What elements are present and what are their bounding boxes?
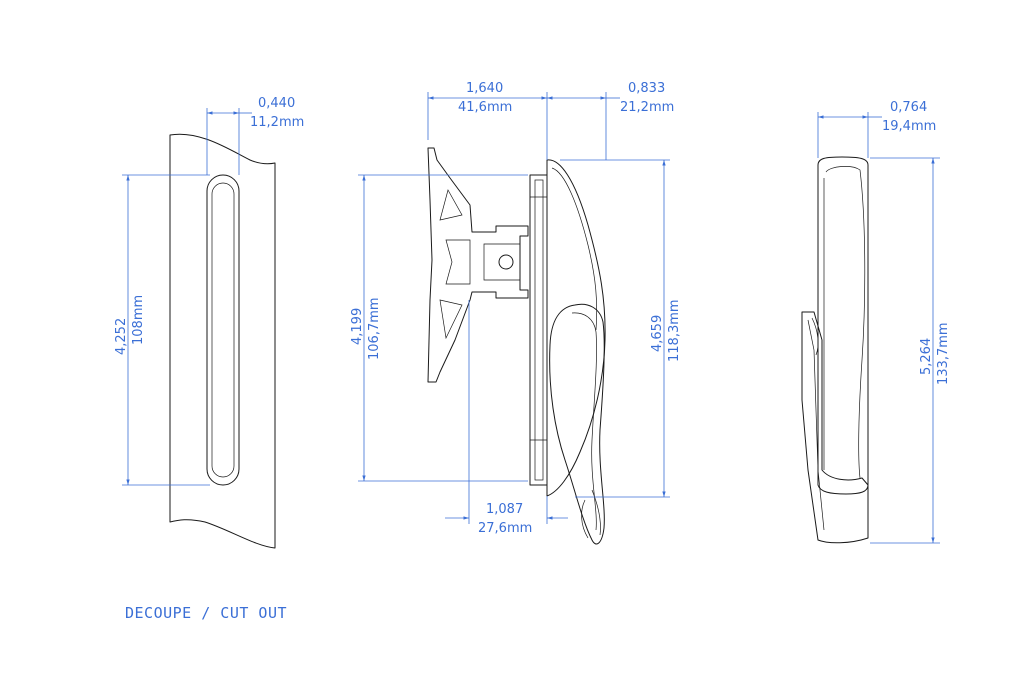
- base-plate-inner: [534, 179, 544, 481]
- dim-lever-depth: 0,833 21,2mm: [547, 81, 674, 160]
- side-width-in: 0,764: [890, 100, 927, 115]
- body-height-mm: 106,7mm: [367, 297, 382, 360]
- end-lever-detail: [811, 317, 819, 356]
- latch-profile-view: [427, 147, 606, 545]
- dim-side-height: 5,264 133,7mm: [870, 157, 951, 544]
- cutout-width-in: 0,440: [258, 96, 295, 111]
- flange-mm: 27,6mm: [478, 521, 532, 536]
- cutout-height-mm: 108mm: [131, 295, 146, 345]
- cutout-slot-inner: [211, 182, 235, 478]
- cutout-view: [169, 133, 276, 549]
- pivot-housing: [483, 243, 521, 281]
- lever-depth-in: 0,833: [628, 81, 665, 96]
- latch-lever-grip: [581, 489, 601, 539]
- side-height-in: 5,264: [919, 338, 934, 375]
- lever-depth-mm: 21,2mm: [620, 100, 674, 115]
- body-depth-mm: 41,6mm: [458, 100, 512, 115]
- panel-section: [169, 133, 276, 549]
- dim-body-depth: 1,640 41,6mm: [427, 81, 548, 160]
- latch-end-view: [801, 156, 869, 544]
- side-height-mm: 133,7mm: [936, 322, 951, 385]
- cutout-width-mm: 11,2mm: [250, 115, 304, 130]
- bracket-rib-lower: [439, 299, 463, 340]
- pivot-pin: [498, 254, 514, 270]
- dim-overall-height: 4,659 118,3mm: [560, 159, 682, 498]
- bracket-web: [445, 239, 471, 285]
- cutout-height-in: 4,252: [114, 318, 129, 355]
- end-lever-inner: [807, 319, 825, 531]
- dim-cutout-height: 4,252 108mm: [114, 174, 210, 486]
- end-housing-inner: [825, 166, 866, 479]
- body-depth-in: 1,640: [466, 81, 503, 96]
- dim-flange: 1,087 27,6mm: [445, 300, 568, 536]
- overall-height-in: 4,659: [650, 315, 665, 352]
- end-housing: [817, 156, 869, 495]
- base-plate: [529, 174, 548, 486]
- latch-lever-inner: [571, 312, 597, 531]
- latch-housing-inner: [551, 167, 598, 331]
- mounting-bracket: [427, 147, 529, 383]
- dim-side-width: 0,764 19,4mm: [817, 100, 936, 158]
- side-width-mm: 19,4mm: [882, 119, 936, 134]
- end-lever: [801, 311, 869, 544]
- latch-lever: [549, 303, 605, 545]
- overall-height-mm: 118,3mm: [667, 299, 682, 362]
- dim-body-height: 4,199 106,7mm: [350, 174, 528, 482]
- body-height-in: 4,199: [350, 308, 365, 345]
- cutout-slot: [206, 174, 240, 486]
- dim-cutout-width: 0,440 11,2mm: [206, 96, 304, 175]
- flange-in: 1,087: [486, 502, 523, 517]
- cutout-caption: DECOUPE / CUT OUT: [125, 604, 287, 622]
- latch-housing: [546, 159, 606, 497]
- bracket-rib-upper: [439, 189, 463, 221]
